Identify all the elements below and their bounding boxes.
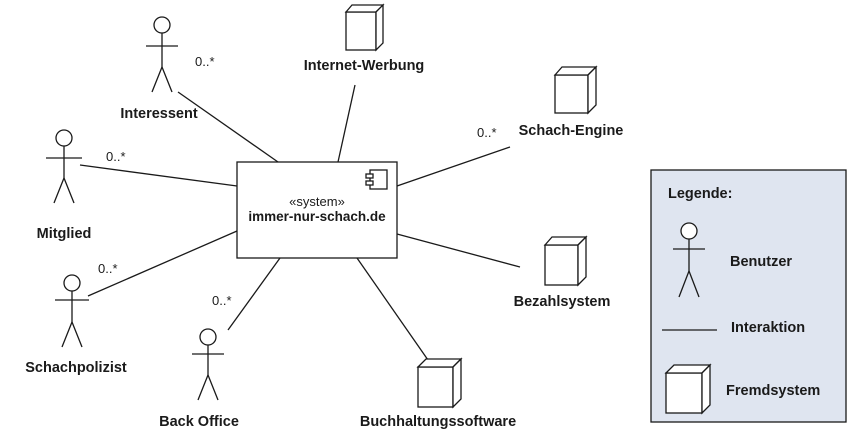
stick-figure-icon (146, 16, 178, 93)
line-internet-werbung (337, 84, 356, 163)
actor-label: Back Office (159, 414, 239, 430)
multiplicity-label: 0..* (477, 125, 497, 140)
system-label: Schach-Engine (519, 123, 624, 139)
legend-line-label: Interaktion (731, 320, 805, 336)
multiplicity-label: 0..* (98, 261, 118, 276)
system-label: Buchhaltungssoftware (360, 414, 516, 430)
actor-schachpolizist: Schachpolizist 0..* (25, 261, 127, 376)
legend: Legende: Benutzer Interaktion Fremdsyste… (650, 169, 847, 423)
line-buchhaltungssoftware (356, 257, 429, 361)
actor-label: Schachpolizist (25, 360, 127, 376)
stick-figure-icon (192, 328, 224, 401)
system-label: Internet-Werbung (304, 58, 425, 74)
legend-actor-label: Benutzer (730, 254, 792, 270)
interaction-lines (79, 84, 521, 361)
external-system-bezahlsystem: Bezahlsystem (514, 235, 611, 310)
legend-title: Legende: (668, 186, 732, 202)
legend-system-label: Fremdsystem (726, 383, 820, 399)
line-schachpolizist (87, 230, 238, 297)
actor-label: Interessent (120, 106, 198, 122)
line-schach-engine (396, 146, 511, 187)
system-label: Bezahlsystem (514, 294, 611, 310)
cube-icon (416, 357, 463, 409)
stick-figure-icon (46, 129, 82, 204)
legend-cube-icon (664, 363, 712, 415)
line-back-office (227, 257, 281, 331)
external-system-schach-engine: Schach-Engine 0..* (477, 65, 624, 140)
stick-figure-icon (55, 274, 89, 348)
component-icon (365, 169, 388, 190)
cube-icon (553, 65, 598, 115)
multiplicity-label: 0..* (195, 54, 215, 69)
actor-label: Mitglied (37, 226, 92, 242)
multiplicity-label: 0..* (212, 293, 232, 308)
system-component: «system» immer-nur-schach.de (236, 161, 398, 259)
system-stereotype: «system» (289, 194, 345, 209)
line-interessent (177, 91, 279, 163)
actor-mitglied: Mitglied 0..* (37, 129, 126, 242)
legend-actor-icon (673, 222, 705, 298)
system-name: immer-nur-schach.de (248, 209, 386, 224)
multiplicity-label: 0..* (106, 149, 126, 164)
actor-interessent: Interessent 0..* (120, 16, 215, 122)
external-system-buchhaltungssoftware: Buchhaltungssoftware (360, 357, 516, 430)
line-mitglied (79, 164, 238, 187)
line-bezahlsystem (396, 233, 521, 268)
cube-icon (344, 3, 385, 52)
actor-back-office: Back Office 0..* (159, 293, 239, 430)
external-system-internet-werbung: Internet-Werbung (304, 3, 425, 74)
cube-icon (543, 235, 588, 287)
